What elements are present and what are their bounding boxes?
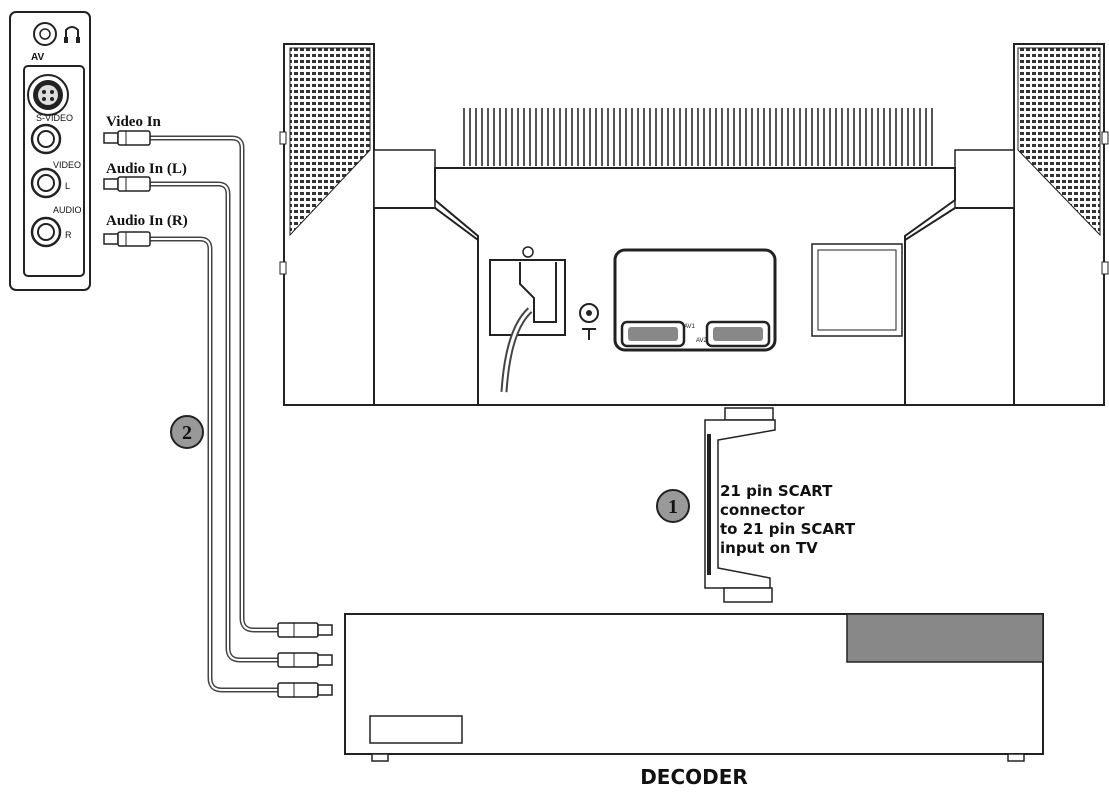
step-2-number: 2 — [182, 422, 192, 444]
audio-r-label: R — [65, 230, 72, 240]
av-label: AV — [31, 52, 44, 63]
rca-plug-audio-l-decoder — [277, 652, 333, 668]
video-label: VIDEO — [53, 160, 81, 170]
rca-plug-audio-l-tv — [103, 176, 151, 192]
step-1-badge: 1 — [656, 489, 690, 523]
av1-label: AV1 — [684, 324, 696, 330]
rca-plug-video-tv — [103, 130, 151, 146]
decoder-front-slot — [369, 715, 463, 744]
step-1-number: 1 — [668, 496, 678, 518]
svideo-label: S-VIDEO — [36, 113, 73, 123]
tv-side-av-panel: AV S-VIDEO VIDEO L AUDIO R — [9, 11, 91, 291]
av2-label: AV2 — [696, 338, 708, 344]
scart-note-line4: input on TV — [720, 539, 818, 557]
audio-in-r-label: Audio In (R) — [106, 213, 188, 229]
tv-rear: AV1 AV2 — [279, 43, 1109, 406]
audio-in-l-label: Audio In (L) — [106, 161, 187, 177]
decoder-box — [344, 613, 1044, 762]
scart-note-line1: 21 pin SCART — [720, 482, 833, 500]
left-speaker-grille — [289, 47, 371, 237]
video-in-label: Video In — [106, 114, 162, 130]
rca-plug-video-decoder — [277, 622, 333, 638]
decoder-display — [846, 613, 1044, 663]
headphone-icon — [64, 26, 80, 43]
headphone-jack[interactable] — [33, 22, 57, 46]
scart-cable — [704, 407, 776, 603]
decoder-label: DECODER — [640, 765, 748, 789]
rear-vent — [460, 108, 935, 166]
antenna-icon — [582, 328, 596, 340]
svideo-jack[interactable] — [27, 74, 69, 116]
video-in-jack[interactable] — [30, 123, 62, 155]
rca-plug-audio-r-decoder — [277, 682, 333, 698]
antenna-socket[interactable] — [579, 303, 599, 323]
decoder-foot-left — [371, 753, 389, 762]
video-l-label: L — [65, 181, 70, 191]
rca-cables — [147, 135, 283, 693]
scart-socket-av2[interactable] — [705, 320, 771, 348]
scart-socket-av1[interactable] — [620, 320, 686, 348]
decoder-foot-right — [1007, 753, 1025, 762]
scart-note-line3: to 21 pin SCART — [720, 520, 856, 538]
audio-l-jack[interactable] — [30, 167, 62, 199]
right-speaker-grille — [1017, 47, 1101, 237]
audio-label: AUDIO — [53, 205, 82, 215]
rca-plug-audio-r-tv — [103, 231, 151, 247]
audio-r-jack[interactable] — [30, 216, 62, 248]
scart-note-line2: connector — [720, 501, 805, 519]
step-2-badge: 2 — [170, 415, 204, 449]
